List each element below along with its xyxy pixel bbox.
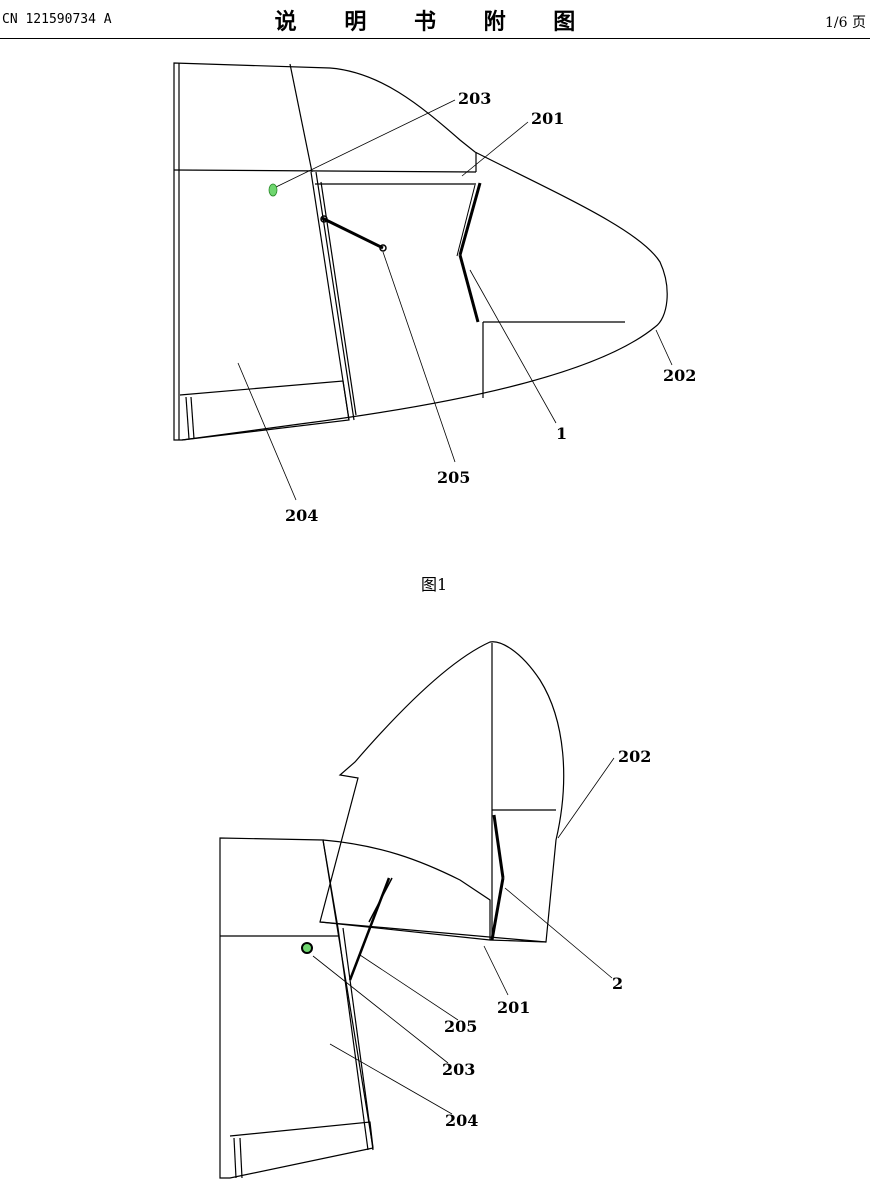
fig1-actuator-1b: [458, 254, 480, 323]
fig1-panel-2: [315, 171, 355, 421]
fig1-actuator-205: [321, 216, 384, 250]
fig2-leader-201: [483, 945, 509, 996]
fig2-marker-203: [301, 942, 313, 954]
fig1-leader-201: [461, 121, 529, 177]
fig2-base: [219, 837, 374, 1179]
fig1-flap-inner-2: [190, 396, 195, 440]
fig2-actuator-2b: [490, 877, 505, 941]
fig1-actuator-end: [379, 244, 387, 252]
document-number: CN 121590734 A: [2, 12, 112, 27]
page-number: 1/6 页: [825, 15, 866, 31]
fig1-actuator-1a: [458, 182, 482, 256]
fig1-label-202: 202: [663, 366, 696, 385]
fig2-actuator-205b: [368, 877, 393, 923]
figure-2: [219, 641, 615, 1179]
fig1-label-204: 204: [285, 506, 318, 525]
fig2-flap: [229, 1121, 374, 1149]
fig2-panel-2: [342, 927, 374, 1151]
fig2-leader-204: [329, 1043, 453, 1115]
fig1-label-205: 205: [437, 468, 470, 487]
fig1-marker-203: [268, 183, 278, 197]
fig2-leader-202: [557, 757, 615, 839]
fig1-flap: [179, 380, 350, 441]
fig2-leader-2: [504, 887, 613, 979]
fig2-panel-1: [337, 927, 369, 1151]
fig1-leader-203: [275, 99, 456, 188]
page-title: 说 明 书 附 图: [274, 10, 596, 35]
fig2-label-2: 2: [612, 974, 623, 993]
fig1-actuator-1c: [456, 184, 476, 257]
fig1-outline: [173, 62, 668, 441]
fig1-leader-202: [655, 329, 673, 366]
fig1-flap-inner-1: [185, 396, 190, 440]
fig1-leader-204: [237, 362, 297, 501]
fig1-leader-1: [469, 269, 557, 424]
fig2-label-201: 201: [497, 998, 530, 1017]
fig2-flap-inner-1: [233, 1137, 237, 1179]
fig2-label-202: 202: [618, 747, 651, 766]
fig2-label-204: 204: [445, 1111, 478, 1130]
fig1-label-201: 201: [531, 109, 564, 128]
fig1-diagonal-panel: [289, 63, 313, 173]
fig1-panel-1: [310, 171, 350, 421]
fig1-leader-205: [382, 251, 456, 463]
fig1-label-1: 1: [556, 424, 567, 443]
header-rule: [0, 38, 870, 39]
fig1-horizontal-top: [173, 169, 477, 173]
fig1-caption: 图1: [421, 575, 447, 594]
fig1-label-203: 203: [458, 89, 491, 108]
fig2-label-203: 203: [442, 1060, 475, 1079]
fig2-label-205: 205: [444, 1017, 477, 1036]
fig2-rotated-bottom: [319, 921, 547, 943]
fig2-flap-inner-2: [239, 1137, 243, 1179]
fig1-actuator-pivot: [320, 215, 328, 223]
fig2-leader-205: [359, 954, 459, 1021]
fig2-leader-203: [312, 955, 449, 1064]
fig2-actuator-2a: [492, 814, 505, 879]
page-header: CN 121590734 A 说 明 书 附 图 1/6 页: [0, 0, 870, 40]
figure-1: [173, 62, 673, 501]
fig2-rotated: [319, 641, 565, 943]
